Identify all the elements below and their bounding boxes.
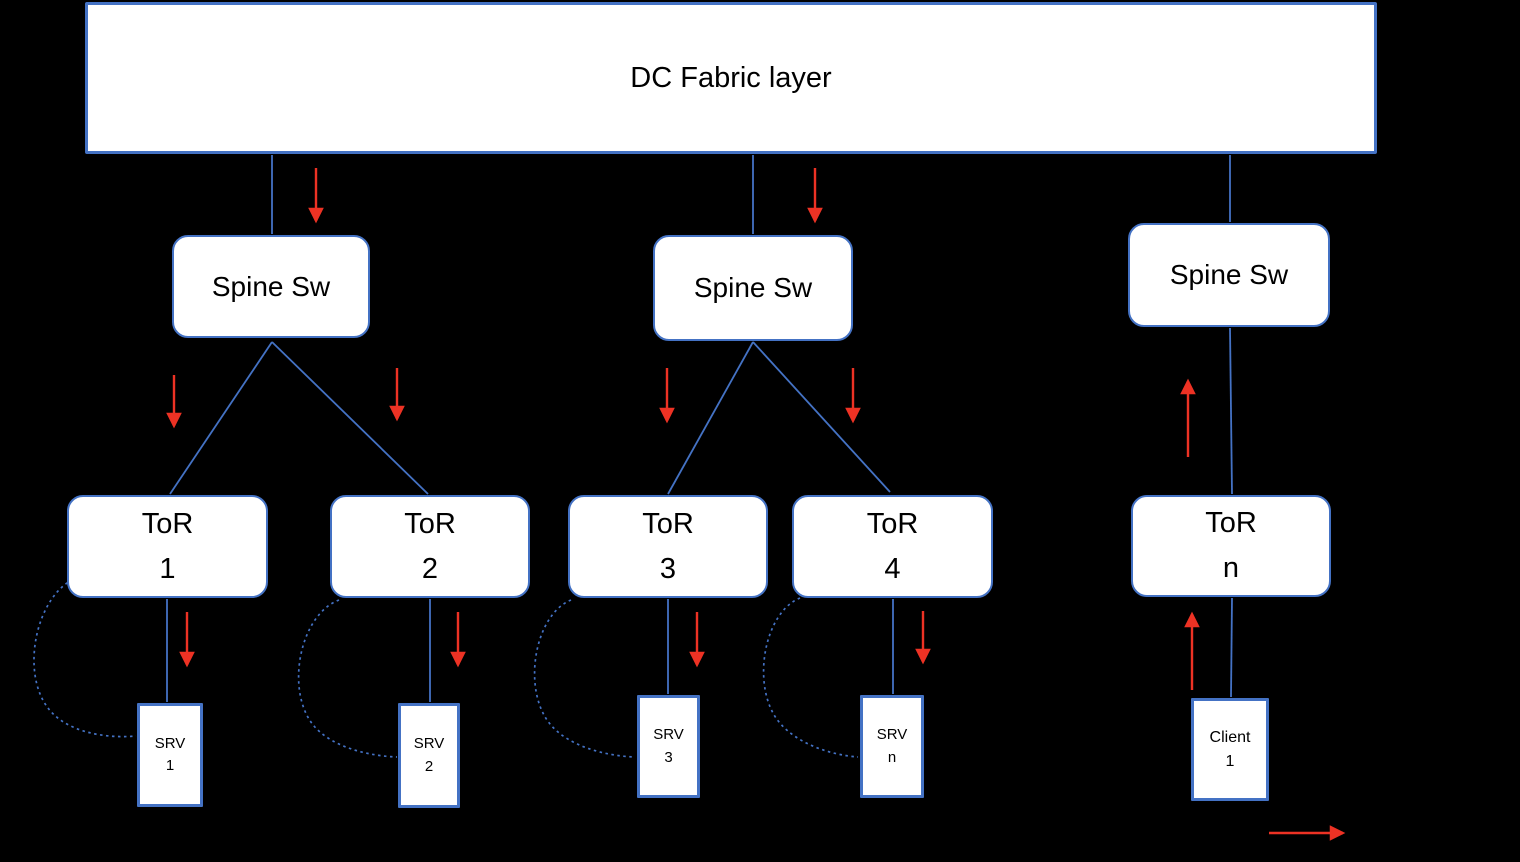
link-spine3-torn [1229, 327, 1233, 495]
tor-3-number: 3 [659, 552, 677, 585]
dc-fabric-layer-label: DC Fabric layer [630, 61, 832, 94]
spine-switch-3-label: Spine Sw [1169, 259, 1289, 290]
node-tor-3: ToR 3 [568, 495, 768, 598]
server-3-number: 3 [664, 748, 673, 766]
node-server-1: SRV 1 [137, 703, 203, 807]
tor-4-number: 4 [884, 552, 901, 585]
node-server-3: SRV 3 [637, 695, 700, 798]
server-1-number: 1 [165, 757, 175, 774]
node-tor-2: ToR 2 [330, 495, 530, 598]
loop-tor1-srv1 [33, 576, 137, 738]
node-spine-switch-1: Spine Sw [172, 235, 370, 338]
spine-switch-2-label: Spine Sw [693, 272, 813, 303]
node-tor-1: ToR 1 [67, 495, 268, 598]
tor-2-number: 2 [421, 552, 439, 585]
tor-n-number: n [1222, 552, 1240, 584]
spine-switch-1-label: Spine Sw [211, 270, 331, 302]
link-torn-client1 [1230, 597, 1233, 698]
loop-tor2-srv2 [297, 599, 398, 758]
tor-2-label: ToR [404, 507, 456, 540]
node-dc-fabric-layer: DC Fabric layer [85, 2, 1377, 154]
node-spine-switch-2: Spine Sw [653, 235, 853, 341]
client-1-number: 1 [1225, 752, 1235, 770]
link-spine2-tor3 [667, 341, 754, 495]
server-1-label: SRV [154, 734, 186, 752]
server-2-label: SRV [413, 735, 445, 752]
tor-n-label: ToR [1205, 507, 1257, 540]
link-spine2-tor4 [752, 341, 891, 493]
node-tor-n: ToR n [1131, 495, 1331, 597]
tor-3-label: ToR [642, 507, 694, 540]
node-tor-4: ToR 4 [792, 495, 993, 598]
tor-1-label: ToR [141, 507, 194, 540]
node-spine-switch-3: Spine Sw [1128, 223, 1330, 327]
server-2-number: 2 [424, 757, 434, 775]
server-n-number: n [887, 748, 897, 766]
link-spine1-tor2 [271, 341, 429, 495]
server-n-label: SRV [876, 726, 908, 743]
loop-tor3-srv3 [533, 599, 636, 758]
node-server-2: SRV 2 [398, 703, 460, 808]
tor-4-label: ToR [866, 507, 919, 540]
client-1-label: Client [1209, 728, 1251, 746]
node-server-n: SRV n [860, 695, 924, 798]
link-spine1-tor1 [169, 341, 273, 495]
node-client-1: Client 1 [1191, 698, 1269, 801]
server-3-label: SRV [653, 726, 684, 743]
tor-1-number: 1 [159, 552, 176, 585]
loop-tor4-srvn [762, 597, 859, 758]
